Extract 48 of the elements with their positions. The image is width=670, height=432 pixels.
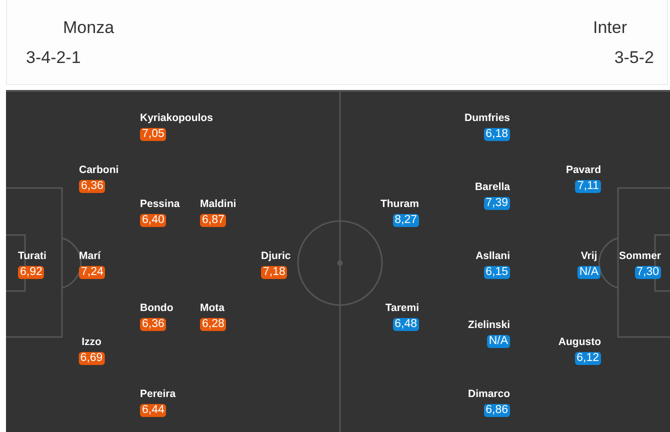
player-rating: N/A (486, 335, 510, 348)
player-name: Bondo (140, 301, 174, 315)
player-rating: 7,24 (79, 266, 106, 279)
player-rating: N/A (577, 266, 601, 279)
team-name: Inter (592, 18, 627, 38)
player-name: Kyriakopoulos (140, 111, 213, 125)
player-name: Carboni (79, 163, 119, 177)
player-rating: 8,27 (392, 214, 419, 227)
player-name: Thuram (380, 197, 419, 211)
formation-label: 3-4-2-1 (26, 48, 81, 68)
player-name: Mota (200, 301, 224, 315)
player-rating: 6,69 (78, 352, 105, 365)
player-name: Sommer (618, 249, 661, 263)
player-rating: 6,36 (79, 180, 106, 193)
player-name: Vrij (580, 249, 598, 263)
player-name: Marí (79, 249, 101, 263)
player-name: Augusto (558, 335, 601, 349)
player-name: Pereira (140, 387, 176, 401)
player-name: Pavard (566, 163, 601, 177)
player-rating: 7,18 (261, 266, 288, 279)
player-name: Taremi (385, 301, 419, 315)
player-name: Zielinski (468, 318, 510, 332)
player-rating: 6,87 (200, 214, 226, 227)
player-rating: 6,40 (140, 214, 166, 227)
player-rating: 6,15 (484, 266, 510, 279)
player-rating: 6,18 (484, 128, 510, 141)
player-rating: 6,28 (200, 318, 226, 331)
player-name: Barella (474, 180, 510, 194)
player-rating: 6,12 (574, 352, 601, 365)
player-name: Dimarco (468, 387, 510, 401)
player-name: Izzo (82, 335, 102, 349)
player-name: Pessina (140, 197, 180, 211)
player-name: Djuric (261, 249, 291, 263)
player-name: Turati (18, 249, 46, 263)
player-rating: 7,30 (634, 266, 661, 279)
player-rating: 6,92 (18, 266, 44, 279)
player-name: Asllani (476, 249, 510, 263)
player-name: Maldini (200, 197, 236, 211)
player-rating: 6,44 (140, 404, 166, 417)
player-rating: 6,36 (140, 318, 166, 331)
player-rating: 6,48 (392, 318, 419, 331)
team-name: Monza (63, 18, 114, 38)
player-name: Dumfries (464, 111, 510, 125)
player-rating: 7,05 (140, 128, 166, 141)
player-rating: 7,11 (575, 180, 601, 193)
player-rating: 6,86 (484, 404, 510, 417)
formation-label: 3-5-2 (614, 48, 654, 68)
player-rating: 7,39 (484, 197, 510, 210)
